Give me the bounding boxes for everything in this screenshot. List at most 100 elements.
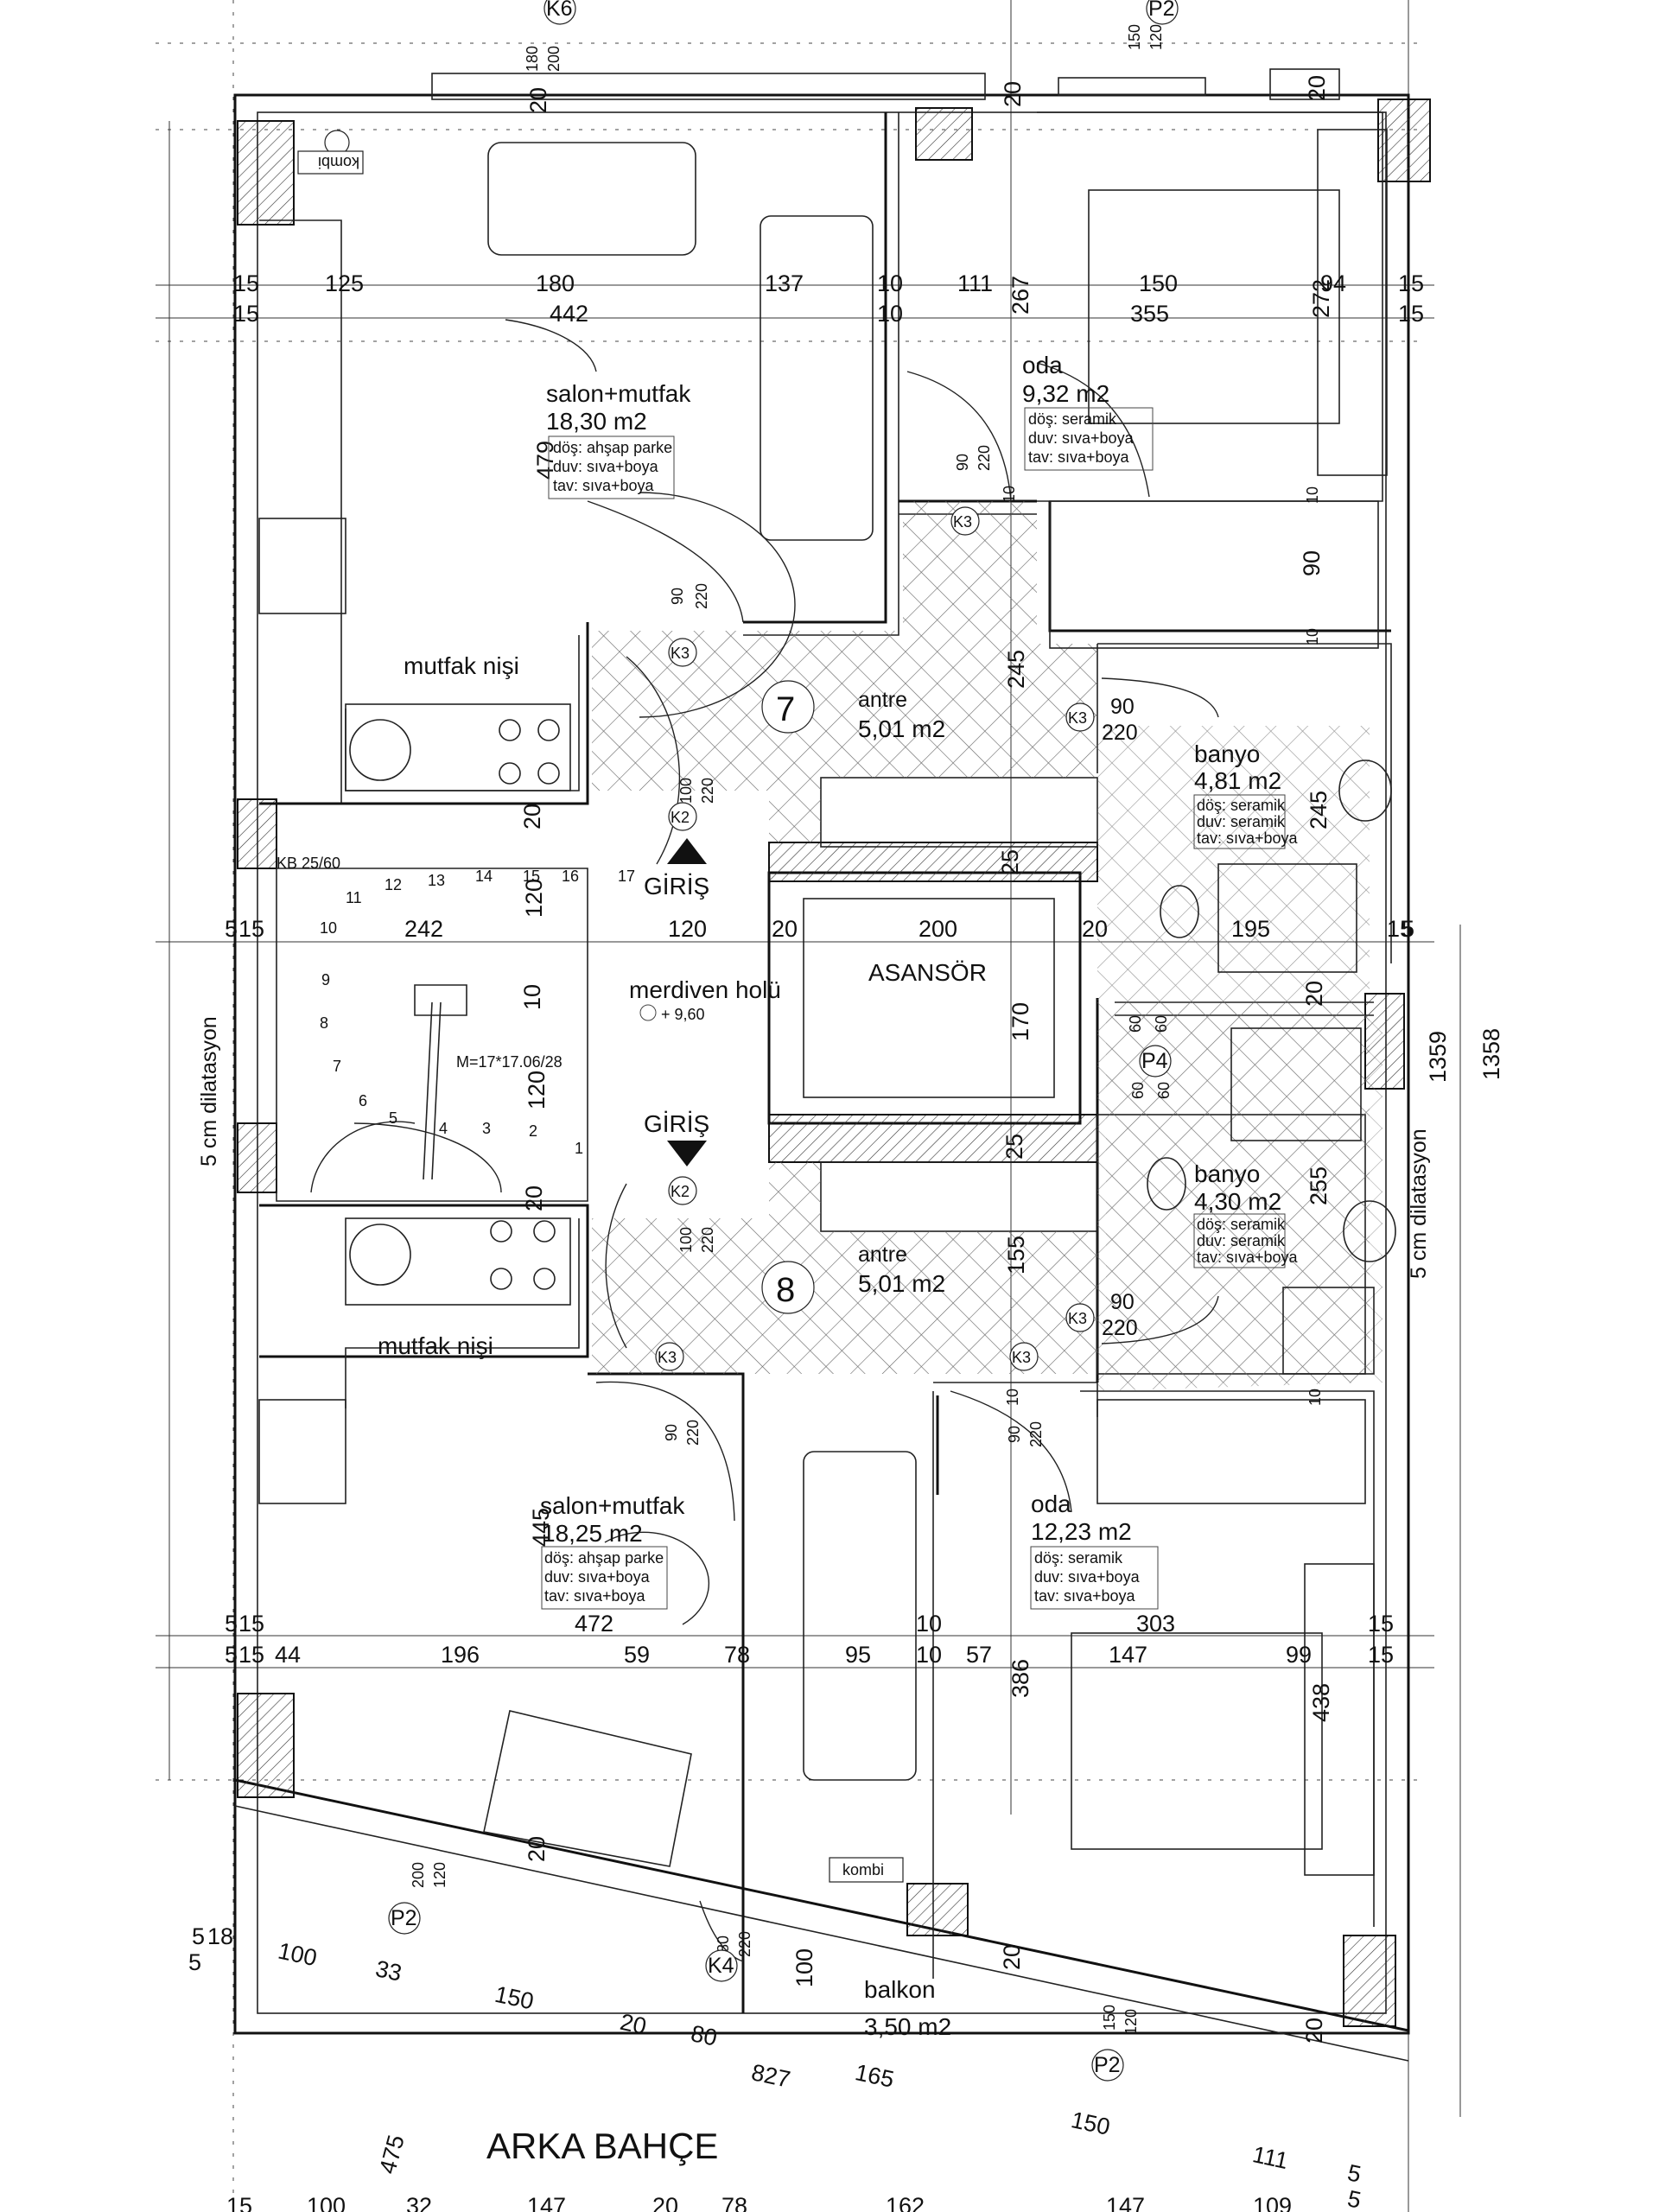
stair-7: 7 — [333, 1058, 341, 1075]
dim-220e: 220 — [699, 1227, 716, 1253]
room-salon-bottom-name: salon+mutfak — [540, 1492, 685, 1519]
unit-8: 8 — [776, 1271, 795, 1309]
dim-44: 44 — [275, 1642, 301, 1668]
dim-111a: 111 — [957, 270, 993, 296]
tag-k3a: K3 — [953, 513, 972, 531]
dim-100b: 100 — [677, 1227, 695, 1253]
dim-95: 95 — [845, 1642, 871, 1668]
dim-18: 18 — [207, 1923, 233, 1949]
room-merdiven-name: merdiven holü — [629, 976, 781, 1003]
dim-10h: 10 — [1306, 1389, 1324, 1406]
dim-20b: 20 — [1000, 81, 1026, 107]
room-banyo-top-area: 4,81 m2 — [1194, 767, 1281, 794]
room-mutfak-bottom: mutfak nişi — [378, 1332, 493, 1359]
tag-p2-bottom: P2 — [1094, 2053, 1121, 2077]
room-banyo-top-duv: duv: seramik — [1197, 813, 1286, 830]
dim-20g: 20 — [1301, 981, 1327, 1007]
dim-15a: 15 — [233, 270, 259, 296]
dim-25b: 25 — [1001, 1134, 1027, 1160]
doors — [310, 319, 1219, 1962]
stair-15: 15 — [523, 868, 540, 885]
room-mutfak-top: mutfak nişi — [404, 652, 519, 679]
label-dilatasyon-right: 5 cm dilatasyon — [1407, 1128, 1431, 1279]
dim-90c: 90 — [1299, 550, 1325, 576]
apartment-numbers: 7 8 — [667, 680, 815, 1314]
dim-5a: 5 — [225, 916, 238, 942]
room-merdiven-level: + 9,60 — [661, 1006, 705, 1023]
stair-4: 4 — [439, 1120, 448, 1137]
tag-k3b: K3 — [671, 645, 690, 662]
room-salon-bottom-tav: tav: sıva+boya — [544, 1587, 646, 1605]
room-banyo-bottom-name: banyo — [1194, 1160, 1260, 1187]
dimensions: 180 200 150 120 15 125 180 137 10 111 15… — [188, 24, 1504, 2212]
tag-k4: K4 — [708, 1954, 734, 1978]
dim-147a: 147 — [1109, 1642, 1147, 1668]
dim-90g: 90 — [1006, 1426, 1023, 1443]
dim-1358: 1358 — [1478, 1028, 1504, 1080]
dim-111b: 111 — [1250, 2141, 1290, 2174]
room-giris-bottom: GİRİŞ — [644, 1110, 709, 1137]
tag-k2a: K2 — [671, 809, 690, 826]
dim-25a: 25 — [997, 849, 1023, 875]
dim-120b: 120 — [521, 879, 547, 918]
room-salon-top-dos: döş: ahşap parke — [553, 439, 672, 456]
dim-15k: 15 — [226, 2193, 252, 2212]
dim-155: 155 — [1003, 1236, 1029, 1274]
stair-2: 2 — [529, 1122, 537, 1140]
dim-475: 475 — [374, 2133, 410, 2177]
dim-10f: 10 — [519, 984, 545, 1010]
dim-15j: 15 — [1368, 1642, 1394, 1668]
dim-445: 445 — [528, 1508, 554, 1547]
dim-94: 94 — [1320, 270, 1346, 296]
dim-15e: 15 — [238, 916, 264, 942]
dim-303: 303 — [1136, 1611, 1175, 1637]
dim-60c: 60 — [1129, 1082, 1147, 1099]
furniture — [258, 129, 1396, 1876]
dim-20h: 20 — [521, 1185, 547, 1211]
dim-245a: 245 — [1003, 650, 1029, 689]
dim-245b: 245 — [1306, 791, 1332, 830]
dim-150d: 150 — [493, 1981, 536, 2015]
dim-10a: 10 — [877, 270, 903, 296]
dim-196: 196 — [441, 1642, 480, 1668]
room-oda-bottom-area: 12,23 m2 — [1031, 1518, 1132, 1545]
dim-220c: 220 — [1102, 721, 1138, 745]
tag-kombi-top: kombi — [318, 154, 359, 171]
room-salon-top-name: salon+mutfak — [546, 380, 691, 407]
dim-150b: 150 — [1139, 270, 1178, 296]
dim-120c: 120 — [524, 1071, 550, 1109]
tag-p2-top: P2 — [1148, 0, 1175, 21]
stair-note: M=17*17.06/28 — [456, 1053, 563, 1071]
dim-150c: 150 — [1101, 2005, 1118, 2031]
tag-p4: P4 — [1141, 1049, 1168, 1073]
tag-k3d: K3 — [1068, 1310, 1087, 1327]
tags: K6 P2 K3 K3 K3 K2 P4 K2 K3 K3 K3 P2 K4 P… — [276, 0, 1179, 2082]
dim-80a: 80 — [715, 1936, 732, 1953]
room-antre-bottom-area: 5,01 m2 — [858, 1270, 945, 1297]
stair-9: 9 — [321, 971, 330, 988]
label-arka-bahce: ARKA BAHÇE — [486, 2126, 718, 2166]
dim-170: 170 — [1007, 1002, 1033, 1041]
dim-80b: 80 — [689, 2020, 720, 2051]
dim-15h: 15 — [1368, 1611, 1394, 1637]
dim-5g: 5 — [1345, 2159, 1363, 2187]
dim-220d: 220 — [699, 778, 716, 804]
dim-220i: 220 — [736, 1931, 753, 1957]
room-oda-top-dos: döş: seramik — [1028, 410, 1117, 428]
dim-15d: 15 — [1398, 301, 1424, 327]
room-banyo-bottom-area: 4,30 m2 — [1194, 1188, 1281, 1215]
dim-255: 255 — [1306, 1166, 1332, 1205]
dim-200: 200 — [918, 916, 957, 942]
dim-20c: 20 — [1304, 75, 1330, 101]
tag-k3c: K3 — [1068, 709, 1087, 727]
dim-150: 150 — [1126, 24, 1143, 50]
stair-8: 8 — [320, 1014, 328, 1032]
dim-386: 386 — [1007, 1659, 1033, 1698]
dim-5f: 5 — [188, 1949, 201, 1975]
dim-442: 442 — [550, 301, 588, 327]
dim-20m: 20 — [652, 2193, 678, 2212]
dim-150e: 150 — [1069, 2107, 1112, 2140]
dim-100c: 100 — [791, 1948, 817, 1987]
dim-90f: 90 — [663, 1424, 680, 1441]
dim-242: 242 — [404, 916, 443, 942]
